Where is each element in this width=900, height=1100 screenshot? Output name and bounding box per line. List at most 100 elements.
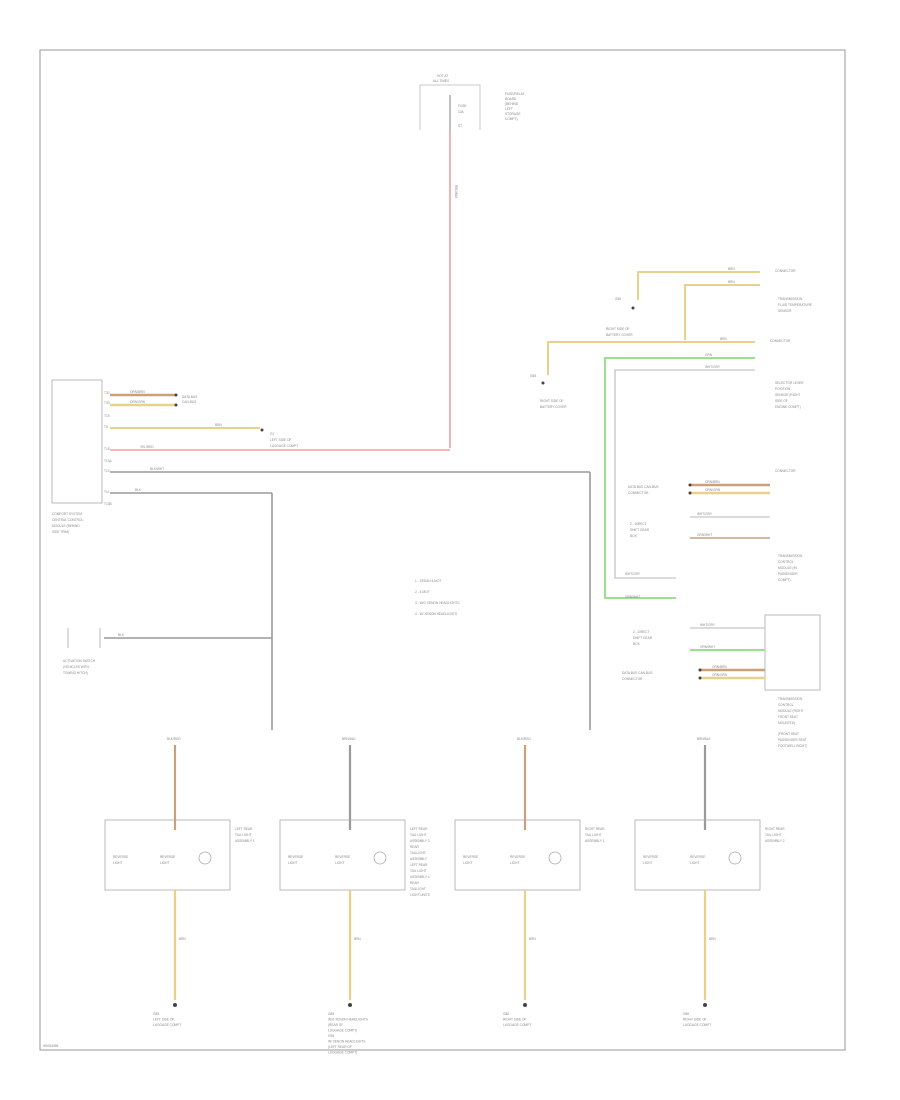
rb-module-2: CONTROL bbox=[778, 703, 794, 707]
data-bus-label-1: DATA BUS bbox=[182, 395, 197, 399]
rb-wire-a: WHT/GRY bbox=[700, 623, 716, 627]
lamp-ground-label: LEFT SIDE OF bbox=[153, 1018, 174, 1022]
lamp-box-text-4: LIGHT bbox=[510, 861, 519, 865]
right-mid-wire-b: ORN/GRN bbox=[705, 488, 721, 492]
fuse-title-2: ALL TIMES bbox=[433, 79, 449, 83]
ground-g1-2: LEFT SIDE OF bbox=[270, 438, 291, 442]
lamp-ground-label: W/O XENON HEADLIGHTS bbox=[328, 1018, 368, 1022]
right-top-wire-3: GRN bbox=[705, 353, 713, 357]
pin-t10: T10 bbox=[104, 469, 110, 473]
lamp-side-label: ASSEMBLY 4 bbox=[410, 875, 430, 879]
fuse-bracket bbox=[419, 84, 481, 130]
lamp-bottom-color: BRN bbox=[179, 937, 186, 941]
module-name-4: SIDE TRIM) bbox=[52, 530, 69, 534]
ground-dot bbox=[173, 1003, 177, 1007]
lamp-box-text-1: REVERSE bbox=[288, 855, 303, 859]
lamp-ground-label: W/ XENON HEADLIGHTS bbox=[328, 1040, 365, 1044]
ground-lower-2: RIGHT SIDE OF bbox=[540, 399, 564, 403]
lamp-ground-label: (REAR OF bbox=[328, 1023, 343, 1027]
pin-t33: T33 bbox=[104, 401, 110, 405]
rb-label-a3: BOX bbox=[633, 642, 641, 646]
black-wire-label: BLK bbox=[135, 488, 142, 492]
right-mid-wire-c: WHT/GRY bbox=[697, 512, 713, 516]
pin-t19: T19 bbox=[104, 414, 110, 418]
selector-label-1: SELECTOR LEVER bbox=[775, 381, 804, 385]
can-terminal-2 bbox=[174, 403, 178, 407]
lamp-side-label: RIGHT REAR bbox=[765, 827, 785, 831]
lamp-ground-label: LUGGAGE COMPT bbox=[683, 1023, 711, 1027]
activation-switch-group: BLK ACTIVATION SWITCH (VEHICLES WITH TOW… bbox=[63, 628, 272, 675]
top-fuse-group: HOT AT ALL TIMES FUSE 10A ST FUSE/RELAY … bbox=[419, 74, 525, 448]
fuse-location-3: (BEHIND bbox=[505, 102, 519, 106]
lamp-side-label: RIGHT REAR bbox=[585, 827, 605, 831]
lamp-box bbox=[454, 819, 581, 891]
fuse-location-5: STORAGE bbox=[505, 112, 521, 116]
lamp-box-text-3: REVERSE bbox=[510, 855, 525, 859]
rb-can-dot-2 bbox=[698, 676, 702, 680]
ground-dot-g1 bbox=[260, 428, 264, 432]
lamp-side-label: ASSEMBLY bbox=[410, 857, 428, 861]
trans-label-1: TRANSMISSION bbox=[778, 297, 803, 301]
right-top-wire-1: BRN bbox=[728, 267, 735, 271]
pin-t32: T32 bbox=[104, 391, 110, 395]
notes-group: 1 - SEDAN 4-MOT 2 - 4-MOT 3 - W/O XENON … bbox=[415, 579, 459, 616]
lamp-side-label: TAIL LIGHT bbox=[585, 833, 602, 837]
lamp-box-text-2: LIGHT bbox=[113, 861, 122, 865]
right-top-conn-top: CONNECTOR bbox=[775, 269, 796, 273]
module-name-1: COMFORT SYSTEM bbox=[52, 512, 82, 516]
ground-g1-1: G1 bbox=[270, 432, 274, 436]
rb-module-3: MODULE (RIGHT bbox=[778, 709, 804, 713]
rb-module-note-1: (FRONT SEAT bbox=[778, 732, 799, 736]
rb-module-1: TRANSMISSION bbox=[778, 697, 803, 701]
rb-data-bus-2: CONNECTOR bbox=[622, 677, 643, 681]
lamp-box-text-1: REVERSE bbox=[113, 855, 128, 859]
lamp-side-label: ASSEMBLY 1 bbox=[235, 839, 255, 843]
fuse-title-1: HOT AT bbox=[437, 74, 448, 78]
ground-dot-lower bbox=[541, 381, 545, 385]
lamp-ground-label: LUGGAGE COMPT bbox=[503, 1023, 531, 1027]
diagram-frame bbox=[39, 49, 846, 1051]
fuse-label-1: FUSE bbox=[458, 104, 467, 108]
lamp-top-color: BLK/RED bbox=[517, 737, 531, 741]
rb-module-note-2: PASSENGER SEAT bbox=[778, 738, 807, 742]
trans-ctrl-1: TRANSMISSION bbox=[778, 554, 803, 558]
green-wire-mid bbox=[604, 357, 755, 415]
note-4: 4 - W/ XENON HEADLIGHTS bbox=[415, 612, 457, 616]
right-top-conn-mid: CONNECTOR bbox=[770, 339, 791, 343]
lamp-bottom-color: BRN bbox=[354, 937, 361, 941]
can-wire-1-label: ORN/BRN bbox=[130, 390, 145, 394]
lamp-box-text-3: REVERSE bbox=[335, 855, 350, 859]
right-mid-data-bus-1: DATA BUS CAN-BUS bbox=[628, 485, 659, 489]
lamp-ground-label: G86 bbox=[503, 1012, 509, 1016]
lamp-side-label: TAIL LIGHT bbox=[410, 869, 427, 873]
pin-t11: T11 bbox=[104, 490, 109, 494]
pin-t13a: T13A bbox=[104, 459, 112, 463]
bulb-icon bbox=[198, 851, 212, 865]
right-top-wire-5: BRN bbox=[720, 337, 727, 341]
right-mid-can-dot-1 bbox=[688, 483, 692, 487]
bulb-icon bbox=[548, 851, 562, 865]
red-wire-color-label: RED/BLK bbox=[454, 185, 458, 200]
right-mid-conn: CONNECTOR bbox=[775, 469, 796, 473]
right-mid-group: WHT/GRY GRN/WHT CONNECTOR ORN/BRN ORN/GR… bbox=[604, 415, 803, 599]
lamp-ground-label: RIGHT SIDE OF bbox=[683, 1018, 707, 1022]
lamp-box bbox=[634, 819, 761, 891]
rb-wire-b: GRN/WHT bbox=[700, 645, 715, 649]
selector-label-2: POSITION bbox=[775, 387, 791, 391]
yellow-wire-top-1 bbox=[637, 271, 760, 300]
right-top-wire-2: BRN bbox=[728, 280, 735, 284]
yellow-wire-top-2 bbox=[684, 284, 760, 340]
can-terminal-1 bbox=[174, 393, 178, 397]
right-mid-label-a1: 2 - DIRECT bbox=[630, 522, 647, 526]
green-wire-long bbox=[604, 415, 676, 599]
right-mid-lower-wire-b: GRN/WHT bbox=[625, 595, 640, 599]
switch-label-2: (VEHICLES WITH bbox=[63, 665, 90, 669]
lamp-top-color: BLK/RED bbox=[167, 737, 181, 741]
right-bottom-module-box bbox=[764, 614, 821, 691]
selector-label-4: SIDE OF bbox=[775, 399, 788, 403]
lamp-bottom-color: BRN bbox=[529, 937, 536, 941]
rb-label-a2: SHIFT GEAR bbox=[633, 636, 653, 640]
